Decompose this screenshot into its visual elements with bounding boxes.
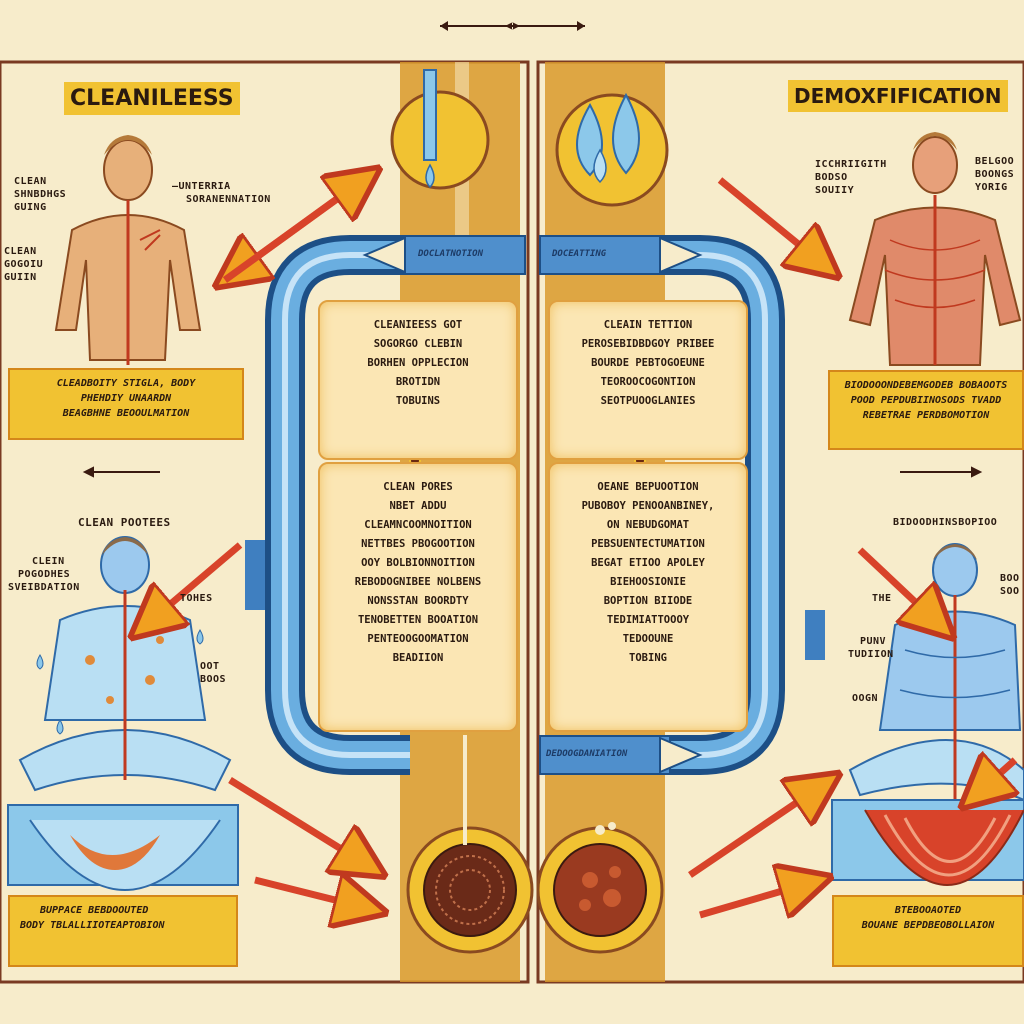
pipe-label-top-left: DOCLATNOTION — [418, 249, 484, 259]
left-bottom-water-bowl — [7, 804, 239, 891]
left-panel-frame — [0, 60, 530, 984]
top-left-drop-circle — [390, 69, 490, 190]
right-panel-frame — [536, 60, 1024, 984]
left-bottom-heading: CLEAN POOTEES — [78, 516, 171, 529]
right-top-figure — [848, 132, 1022, 366]
flow-arrows — [140, 175, 1015, 915]
right-bottom-labels-a: THE — [872, 593, 892, 604]
left-title: CLEANILEESS — [64, 82, 240, 115]
top-right-water-drops — [555, 92, 669, 207]
right-bottom-heading: BIDOODHINSBOPIOO — [893, 517, 998, 528]
pipe-label-bottom: DEDOOGDANIATION — [546, 749, 628, 759]
side-arrows — [82, 466, 983, 478]
blue-pipe-loop — [245, 235, 825, 775]
left-bottom-labels-b: TOHES — [180, 593, 213, 604]
right-title: DEMOXFIFICATION — [788, 80, 1008, 112]
bottom-right-cell-circle — [536, 822, 664, 954]
bottom-left-cell-circle — [406, 735, 534, 954]
top-double-arrow — [440, 21, 585, 31]
pipe-label-top-right: DOCEATTING — [552, 249, 607, 259]
left-top-figure — [54, 135, 202, 365]
right-bottom-striped-bowl — [831, 799, 1024, 886]
right-bottom-labels-c: OOGN — [852, 693, 879, 704]
